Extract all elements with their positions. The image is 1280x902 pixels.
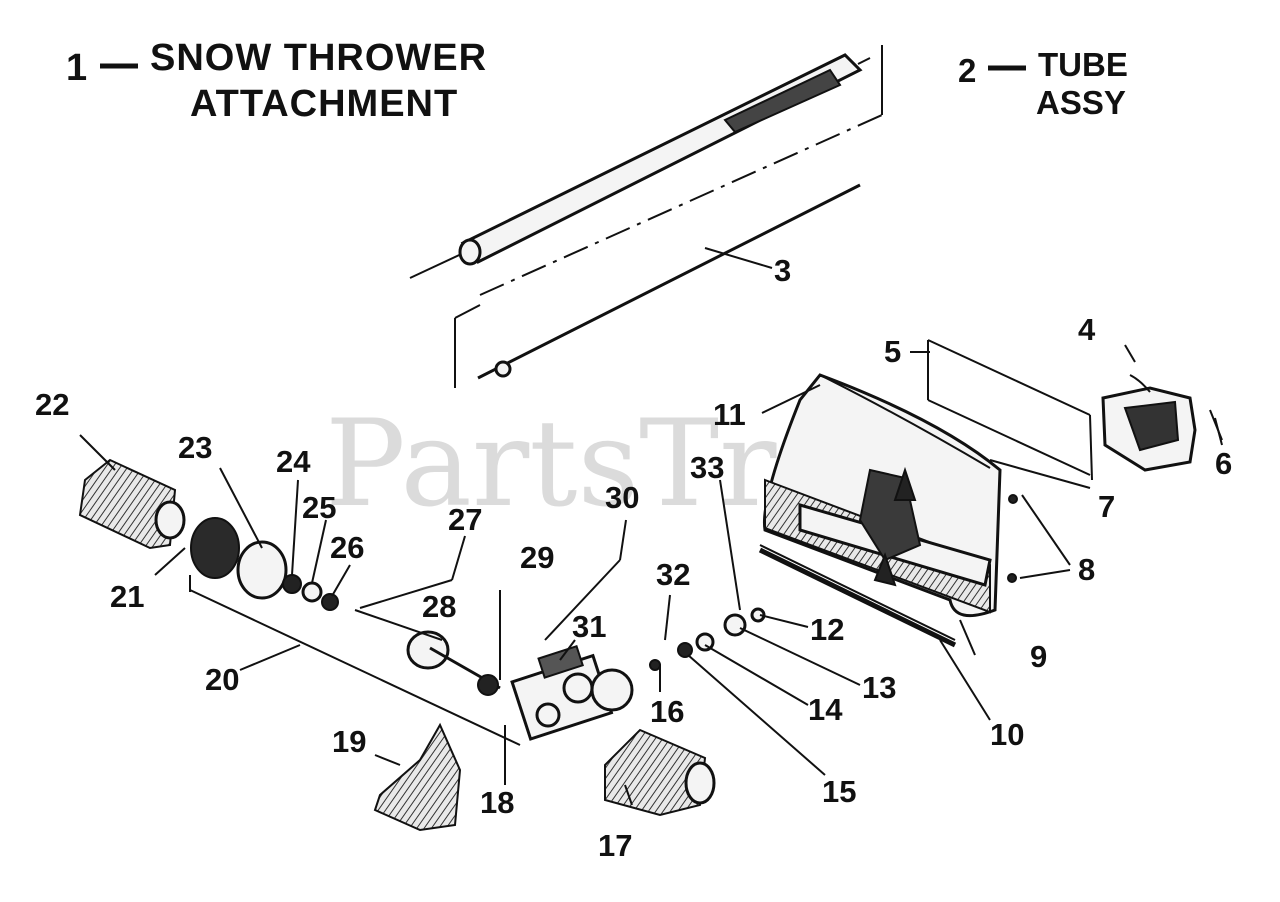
callout-12: 12: [810, 612, 844, 647]
callout-14: 14: [808, 692, 843, 727]
title-2-line2: ASSY: [1036, 84, 1126, 121]
callout-22: 22: [35, 387, 69, 422]
auger-housing: [758, 373, 1002, 648]
callout-23: 23: [178, 430, 212, 465]
callout-19: 19: [332, 724, 366, 759]
callout-20: 20: [205, 662, 239, 697]
impeller-assembly: [354, 579, 766, 741]
scraper-bracket: [373, 722, 462, 832]
leader-lines: [154, 344, 1223, 806]
title-tube-assy: 2 TUBE ASSY: [958, 46, 1128, 121]
title-2-number: 2: [958, 52, 976, 89]
skid-shoe: [604, 728, 716, 817]
callout-9: 9: [1030, 639, 1047, 674]
callout-24: 24: [276, 444, 311, 479]
callout-8: 8: [1078, 552, 1095, 587]
callout-6: 6: [1215, 446, 1232, 481]
callout-26: 26: [330, 530, 364, 565]
callout-13: 13: [862, 670, 896, 705]
callout-33: 33: [690, 450, 724, 485]
callout-25: 25: [302, 490, 336, 525]
callout-18: 18: [480, 785, 514, 820]
callout-16: 16: [650, 694, 684, 729]
callout-5: 5: [884, 334, 901, 369]
title-1-number: 1: [66, 47, 88, 89]
callout-21: 21: [110, 579, 144, 614]
callout-11: 11: [713, 397, 746, 432]
callout-3: 3: [774, 253, 791, 288]
title-snow-thrower-attachment: 1 SNOW THROWER ATTACHMENT: [66, 37, 487, 125]
deflector-panel: [927, 339, 1093, 489]
callout-30: 30: [605, 480, 639, 515]
callout-15: 15: [822, 774, 856, 809]
title-1-line2: ATTACHMENT: [190, 83, 458, 125]
callout-17: 17: [598, 828, 632, 863]
callout-28: 28: [422, 589, 456, 624]
tube-assembly: [409, 45, 883, 296]
gear-set: [190, 517, 339, 611]
end-plate-left: [78, 434, 186, 550]
discharge-chute: [1101, 374, 1223, 472]
bolts: [1007, 494, 1018, 583]
callout-31: 31: [572, 609, 606, 644]
title-2-line1: TUBE: [1038, 46, 1128, 83]
title-1-line1: SNOW THROWER: [150, 37, 487, 79]
callout-7: 7: [1098, 489, 1115, 524]
callout-27: 27: [448, 502, 482, 537]
callout-4: 4: [1078, 312, 1096, 347]
callout-29: 29: [520, 540, 554, 575]
callout-32: 32: [656, 557, 690, 592]
callout-labels: 3 4 5 6 7 8 9 10 11 12 13 14 15 16 17 18…: [35, 253, 1232, 863]
drive-shaft: [454, 183, 861, 388]
callout-10: 10: [990, 717, 1024, 752]
